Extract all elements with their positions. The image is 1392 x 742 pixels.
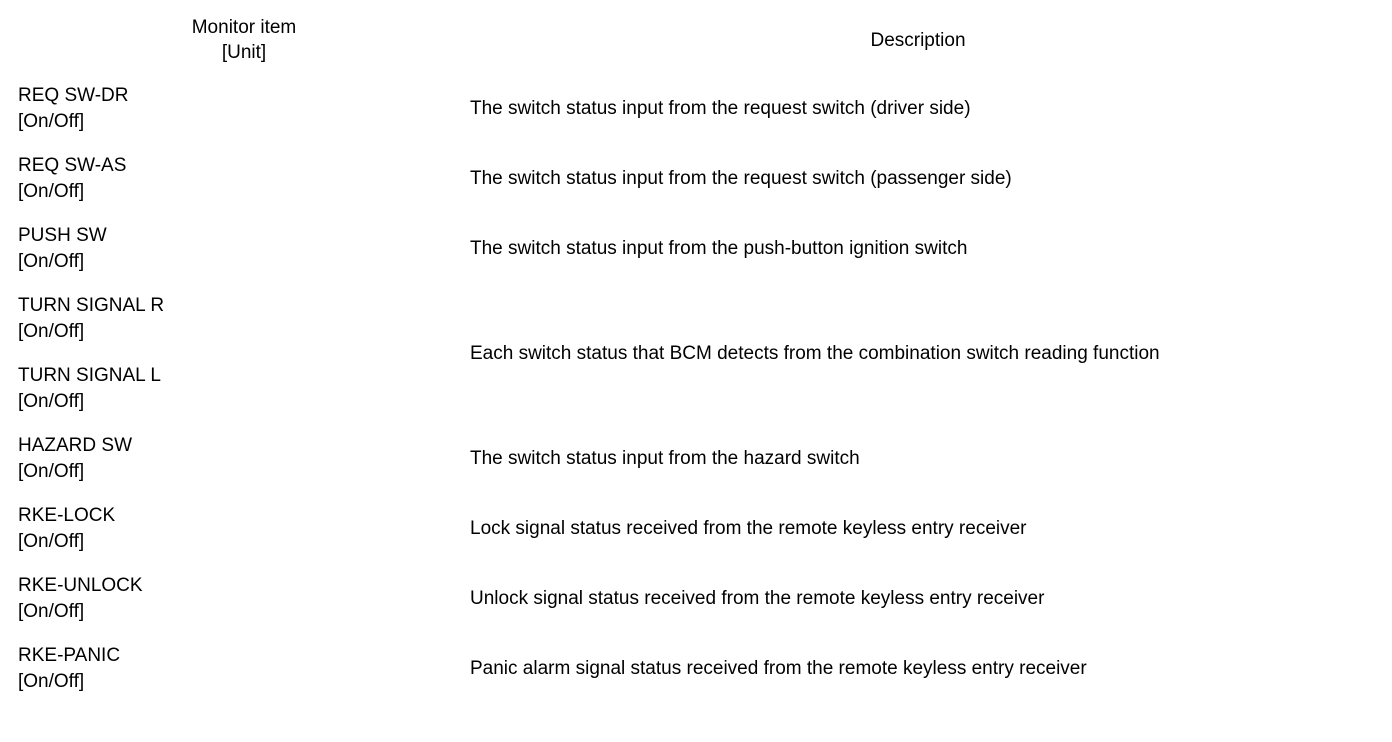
table-header-row: Monitor item [Unit] Description — [18, 6, 1366, 74]
description-text: The switch status input from the push-bu… — [470, 238, 968, 259]
item-unit: [On/Off] — [18, 111, 85, 132]
item-name: TURN SIGNAL L — [18, 365, 161, 386]
table-body: Monitor item [Unit] Description REQ SW-D… — [18, 6, 1366, 704]
row-description-cell: Lock signal status received from the rem… — [470, 494, 1366, 564]
item-name: HAZARD SW — [18, 435, 132, 456]
row-description-cell: Panic alarm signal status received from … — [470, 634, 1366, 704]
item-name: PUSH SW — [18, 225, 107, 246]
header-cell-monitor-item: Monitor item [Unit] — [18, 6, 470, 74]
table-row: TURN SIGNAL L [On/Off] — [18, 354, 1366, 424]
row-item-cell: RKE-LOCK [On/Off] — [18, 494, 470, 564]
table-row: REQ SW-AS [On/Off] The switch status inp… — [18, 144, 1366, 214]
item-unit: [On/Off] — [18, 181, 85, 202]
item-unit: [On/Off] — [18, 601, 85, 622]
row-item-cell: RKE-UNLOCK [On/Off] — [18, 564, 470, 634]
row-item-cell: REQ SW-AS [On/Off] — [18, 144, 470, 214]
item-unit: [On/Off] — [18, 531, 85, 552]
row-item-cell: TURN SIGNAL L [On/Off] — [18, 354, 470, 424]
item-unit: [On/Off] — [18, 321, 85, 342]
row-item-cell: PUSH SW [On/Off] — [18, 214, 470, 284]
table-row: REQ SW-DR [On/Off] The switch status inp… — [18, 74, 1366, 144]
monitor-item-table: Monitor item [Unit] Description REQ SW-D… — [18, 6, 1366, 704]
header-monitor-item-line2: [Unit] — [221, 42, 267, 63]
row-item-cell: REQ SW-DR [On/Off] — [18, 74, 470, 144]
row-description-cell: The switch status input from the hazard … — [470, 424, 1366, 494]
row-description-cell-merged: Each switch status that BCM detects from… — [470, 284, 1366, 424]
row-description-cell: The switch status input from the push-bu… — [470, 214, 1366, 284]
item-name: TURN SIGNAL R — [18, 295, 165, 316]
item-name: RKE-UNLOCK — [18, 575, 143, 596]
description-text: The switch status input from the request… — [470, 168, 1012, 189]
table-row: PUSH SW [On/Off] The switch status input… — [18, 214, 1366, 284]
row-item-cell: RKE-PANIC [On/Off] — [18, 634, 470, 704]
description-text: Each switch status that BCM detects from… — [470, 343, 1160, 364]
row-description-cell: The switch status input from the request… — [470, 74, 1366, 144]
item-name: REQ SW-AS — [18, 155, 127, 176]
header-cell-description: Description — [470, 6, 1366, 74]
header-monitor-item-line1: Monitor item — [191, 17, 297, 38]
item-name: RKE-LOCK — [18, 505, 116, 526]
description-text: Unlock signal status received from the r… — [470, 588, 1045, 609]
table-row: RKE-UNLOCK [On/Off] Unlock signal status… — [18, 564, 1366, 634]
row-item-cell: TURN SIGNAL R [On/Off] — [18, 284, 470, 354]
row-description-cell: Unlock signal status received from the r… — [470, 564, 1366, 634]
table-row: RKE-LOCK [On/Off] Lock signal status rec… — [18, 494, 1366, 564]
row-description-cell: The switch status input from the request… — [470, 144, 1366, 214]
row-item-cell: HAZARD SW [On/Off] — [18, 424, 470, 494]
description-text: Panic alarm signal status received from … — [470, 658, 1087, 679]
table-row: RKE-PANIC [On/Off] Panic alarm signal st… — [18, 634, 1366, 704]
description-text: The switch status input from the request… — [470, 98, 971, 119]
table-row: HAZARD SW [On/Off] The switch status inp… — [18, 424, 1366, 494]
header-description-line1: Description — [870, 29, 966, 51]
description-text: Lock signal status received from the rem… — [470, 518, 1027, 539]
item-unit: [On/Off] — [18, 671, 85, 692]
item-unit: [On/Off] — [18, 391, 85, 412]
item-name: REQ SW-DR — [18, 85, 129, 106]
table-row: TURN SIGNAL R [On/Off] Each switch statu… — [18, 284, 1366, 364]
item-name: RKE-PANIC — [18, 645, 121, 666]
item-unit: [On/Off] — [18, 461, 85, 482]
item-unit: [On/Off] — [18, 251, 85, 272]
description-text: The switch status input from the hazard … — [470, 448, 860, 469]
